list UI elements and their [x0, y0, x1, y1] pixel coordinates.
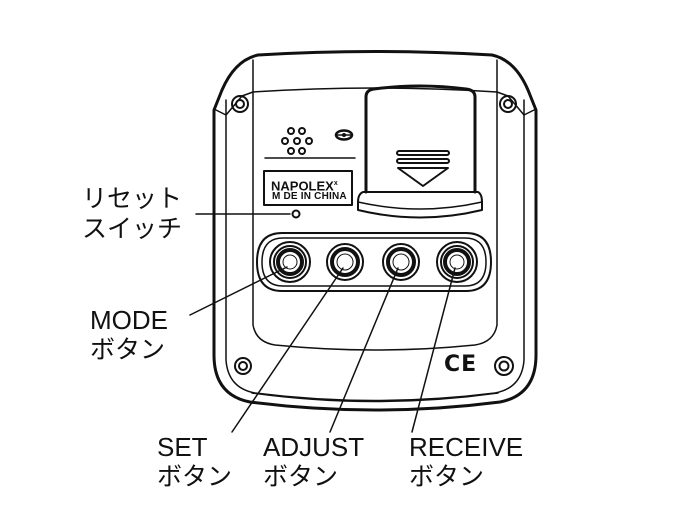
receive-leader-line [411, 267, 456, 433]
origin-label: M DE IN CHINA [272, 191, 347, 202]
ce-mark: CE [444, 352, 478, 377]
bottom-bevel [251, 392, 499, 403]
mode-leader-line [189, 266, 288, 316]
battery-cover-arrow-icon [396, 150, 450, 187]
receive-button[interactable] [436, 241, 478, 283]
mode-button-label: MODE ボタン [90, 305, 168, 364]
eye-icon [334, 129, 354, 141]
screw-icon [234, 357, 252, 375]
adjust-button[interactable] [382, 243, 420, 281]
screw-icon [231, 95, 249, 113]
adjust-button-label: ADJUST ボタン [263, 432, 365, 491]
speaker-grille-icon [281, 127, 313, 155]
set-leader-line [231, 267, 344, 433]
button-tray-inner [261, 237, 487, 287]
mode-button[interactable] [269, 241, 311, 283]
reset-switch-label: リセット スイッチ [82, 184, 183, 243]
top-bevel-left-corner [215, 91, 254, 116]
panel-recess [252, 91, 498, 351]
brand-plate [263, 170, 353, 206]
adjust-leader-line [329, 267, 399, 433]
battery-cover [357, 84, 483, 219]
receive-button-label: RECEIVE ボタン [409, 432, 524, 491]
reset-switch[interactable] [291, 209, 301, 219]
button-tray [256, 232, 492, 292]
set-button[interactable] [326, 243, 364, 281]
device-inner-shell [225, 99, 525, 402]
device-outer-shell [212, 50, 538, 412]
screw-icon [499, 95, 517, 113]
set-button-label: SET ボタン [157, 432, 233, 491]
recycle-circle-icon [494, 356, 514, 376]
brand-label: NAPOLEXx [271, 178, 338, 194]
